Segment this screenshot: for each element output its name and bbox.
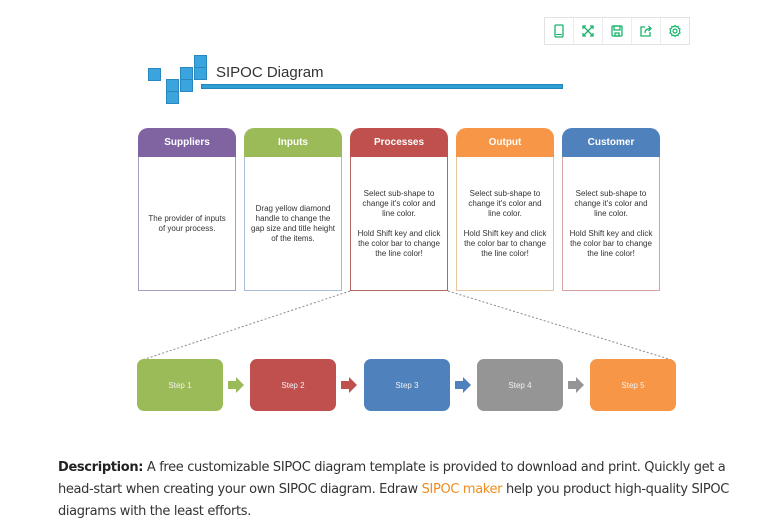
arrow-right-icon bbox=[455, 377, 471, 393]
step-5[interactable]: Step 5 bbox=[590, 359, 676, 411]
save-button[interactable] bbox=[603, 18, 632, 44]
arrow-right-icon bbox=[228, 377, 244, 393]
diagram-title: SIPOC Diagram bbox=[216, 64, 324, 81]
column-body: Select sub-shape to change it's color an… bbox=[350, 157, 448, 291]
column-body: Drag yellow diamond handle to change the… bbox=[244, 157, 342, 291]
column-body: The provider of inputs of your process. bbox=[138, 157, 236, 291]
sipoc-logo-icon bbox=[148, 55, 210, 105]
description-label: Description: bbox=[58, 460, 144, 475]
arrow-right-icon bbox=[568, 377, 584, 393]
connector-left bbox=[141, 290, 351, 361]
mobile-view-button[interactable] bbox=[545, 18, 574, 44]
column-body: Select sub-shape to change it's color an… bbox=[562, 157, 660, 291]
arrow-right-icon bbox=[341, 377, 357, 393]
save-icon bbox=[611, 25, 623, 37]
description-text-end: help you product high-quality SIPOC diag… bbox=[58, 482, 729, 519]
column-header: Output bbox=[456, 128, 554, 157]
column-suppliers[interactable]: Suppliers The provider of inputs of your… bbox=[138, 128, 236, 291]
column-body: Select sub-shape to change it's color an… bbox=[456, 157, 554, 291]
column-customer[interactable]: Customer Select sub-shape to change it's… bbox=[562, 128, 660, 291]
step-4[interactable]: Step 4 bbox=[477, 359, 563, 411]
settings-button[interactable] bbox=[661, 18, 689, 44]
column-output[interactable]: Output Select sub-shape to change it's c… bbox=[456, 128, 554, 291]
column-header: Inputs bbox=[244, 128, 342, 157]
description-text: A free customizable SIPOC diagram templa… bbox=[58, 460, 726, 497]
step-2[interactable]: Step 2 bbox=[250, 359, 336, 411]
column-header: Processes bbox=[350, 128, 448, 157]
title-underline-bar bbox=[201, 84, 563, 89]
column-header: Suppliers bbox=[138, 128, 236, 157]
column-inputs[interactable]: Inputs Drag yellow diamond handle to cha… bbox=[244, 128, 342, 291]
column-header: Customer bbox=[562, 128, 660, 157]
diagram-toolbar bbox=[544, 17, 690, 45]
fullscreen-button[interactable] bbox=[574, 18, 603, 44]
expand-icon bbox=[582, 25, 594, 37]
tablet-icon bbox=[554, 24, 564, 38]
description-paragraph: Description: A free customizable SIPOC d… bbox=[58, 457, 758, 523]
share-icon bbox=[640, 25, 652, 37]
column-processes[interactable]: Processes Select sub-shape to change it'… bbox=[350, 128, 448, 291]
step-1[interactable]: Step 1 bbox=[137, 359, 223, 411]
gear-icon bbox=[669, 24, 681, 38]
connector-right bbox=[447, 290, 673, 361]
sipoc-maker-link[interactable]: SIPOC maker bbox=[421, 482, 503, 497]
step-3[interactable]: Step 3 bbox=[364, 359, 450, 411]
share-button[interactable] bbox=[632, 18, 661, 44]
